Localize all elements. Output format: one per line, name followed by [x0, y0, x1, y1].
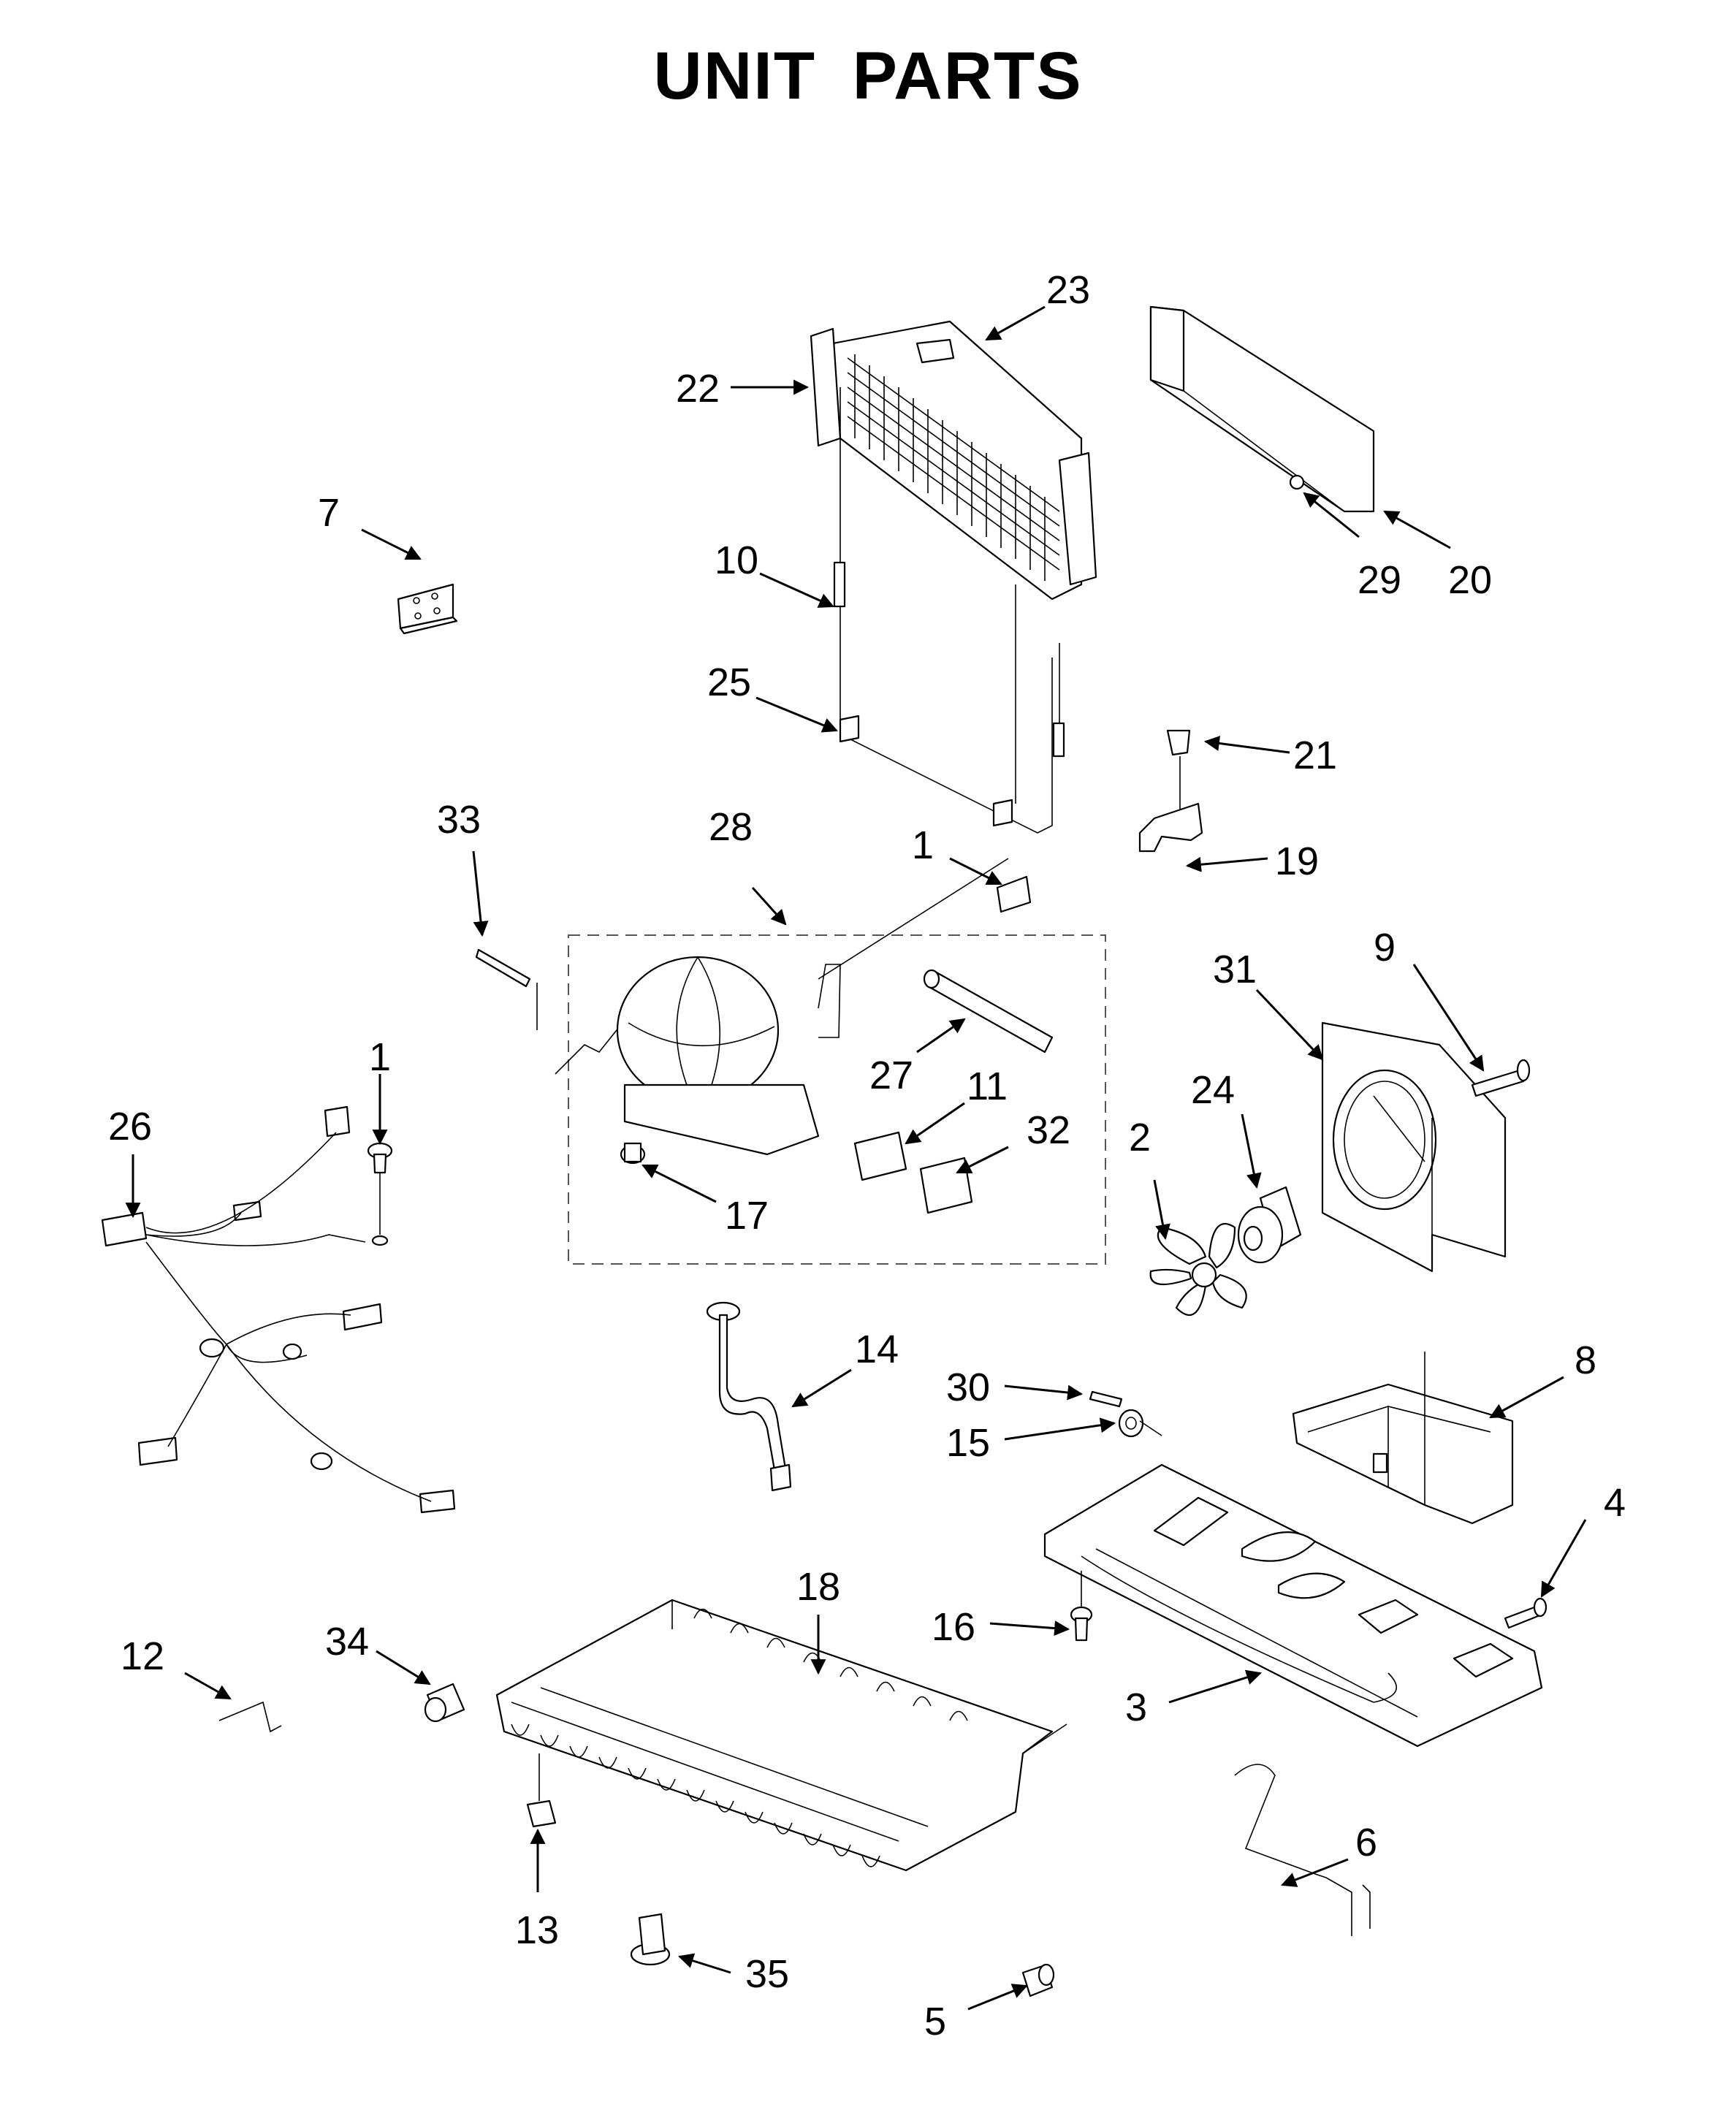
damper-35 — [630, 1913, 671, 1966]
callout-14: 14 — [855, 1327, 899, 1371]
callout-1-top: 1 — [912, 823, 934, 867]
compressor-kit-outline — [568, 934, 1106, 1265]
page-title: UNIT PARTS — [653, 39, 1083, 113]
grommet-5 — [1021, 1963, 1055, 1997]
screw-1-top — [996, 875, 1032, 913]
tube-6 — [1234, 1764, 1371, 1936]
leader-arrows — [125, 305, 1587, 2011]
screw-9 — [1471, 1059, 1531, 1097]
callout-18: 18 — [796, 1565, 840, 1609]
callout-1-harness: 1 — [369, 1035, 391, 1079]
screw-16 — [1070, 1571, 1093, 1642]
fan-shroud — [1321, 1021, 1507, 1273]
callout-5: 5 — [924, 2000, 946, 2043]
wire-clip-12 — [218, 1701, 282, 1733]
fan-bracket-tray — [1292, 1352, 1514, 1525]
callout-30: 30 — [946, 1365, 990, 1409]
condenser-shroud — [1149, 305, 1375, 513]
compressor — [555, 858, 1009, 1165]
screw-1-harness — [367, 1142, 393, 1246]
condenser-coil-lower — [495, 1599, 1067, 1872]
callout-29: 29 — [1358, 558, 1401, 602]
callout-3: 3 — [1125, 1685, 1147, 1729]
callout-24: 24 — [1191, 1068, 1235, 1112]
callout-21: 21 — [1293, 734, 1337, 777]
grommet-and-pin — [1089, 1390, 1162, 1438]
callout-17: 17 — [725, 1194, 769, 1238]
callout-13: 13 — [515, 1908, 559, 1952]
relay-overload — [853, 1131, 973, 1214]
callout-8: 8 — [1575, 1338, 1596, 1382]
clip-13 — [526, 1753, 557, 1828]
fan-motor — [1237, 1186, 1302, 1264]
callout-34: 34 — [325, 1620, 369, 1664]
wire-harness — [101, 1105, 456, 1514]
callout-27: 27 — [869, 1054, 913, 1097]
fan-blade — [1149, 1223, 1247, 1316]
base-pan — [1043, 1463, 1543, 1748]
discharge-tube — [706, 1301, 792, 1492]
callout-4: 4 — [1604, 1481, 1626, 1525]
callout-15: 15 — [946, 1421, 990, 1465]
bracket-and-screw — [1138, 729, 1203, 853]
grommet-34 — [424, 1683, 465, 1723]
callout-20: 20 — [1448, 558, 1492, 602]
callout-19: 19 — [1275, 839, 1319, 883]
callout-12: 12 — [121, 1634, 164, 1678]
callout-25: 25 — [707, 660, 751, 704]
heater-wire-assembly — [833, 387, 1065, 834]
wire-tie — [475, 948, 538, 1030]
condenser-coil-upper — [810, 320, 1097, 601]
callout-33: 33 — [437, 798, 481, 842]
callout-11: 11 — [967, 1064, 1008, 1108]
callout-16: 16 — [932, 1605, 975, 1649]
callout-2: 2 — [1129, 1116, 1151, 1159]
callout-28: 28 — [709, 805, 753, 849]
callout-32: 32 — [1027, 1108, 1070, 1152]
drier-filter — [923, 969, 1054, 1054]
callout-22: 22 — [676, 367, 720, 411]
callout-numbers: 23 22 7 10 25 29 20 21 19 33 28 1 9 31 1… — [108, 268, 1626, 2043]
callout-10: 10 — [715, 538, 758, 582]
callout-6: 6 — [1355, 1821, 1377, 1864]
callout-9: 9 — [1374, 926, 1396, 970]
callout-26: 26 — [108, 1105, 152, 1148]
callout-31: 31 — [1213, 948, 1257, 991]
callout-7: 7 — [318, 491, 340, 535]
callout-23: 23 — [1046, 268, 1090, 312]
screw-4 — [1504, 1597, 1547, 1629]
callout-35: 35 — [745, 1952, 789, 1996]
control-plate — [397, 583, 458, 635]
